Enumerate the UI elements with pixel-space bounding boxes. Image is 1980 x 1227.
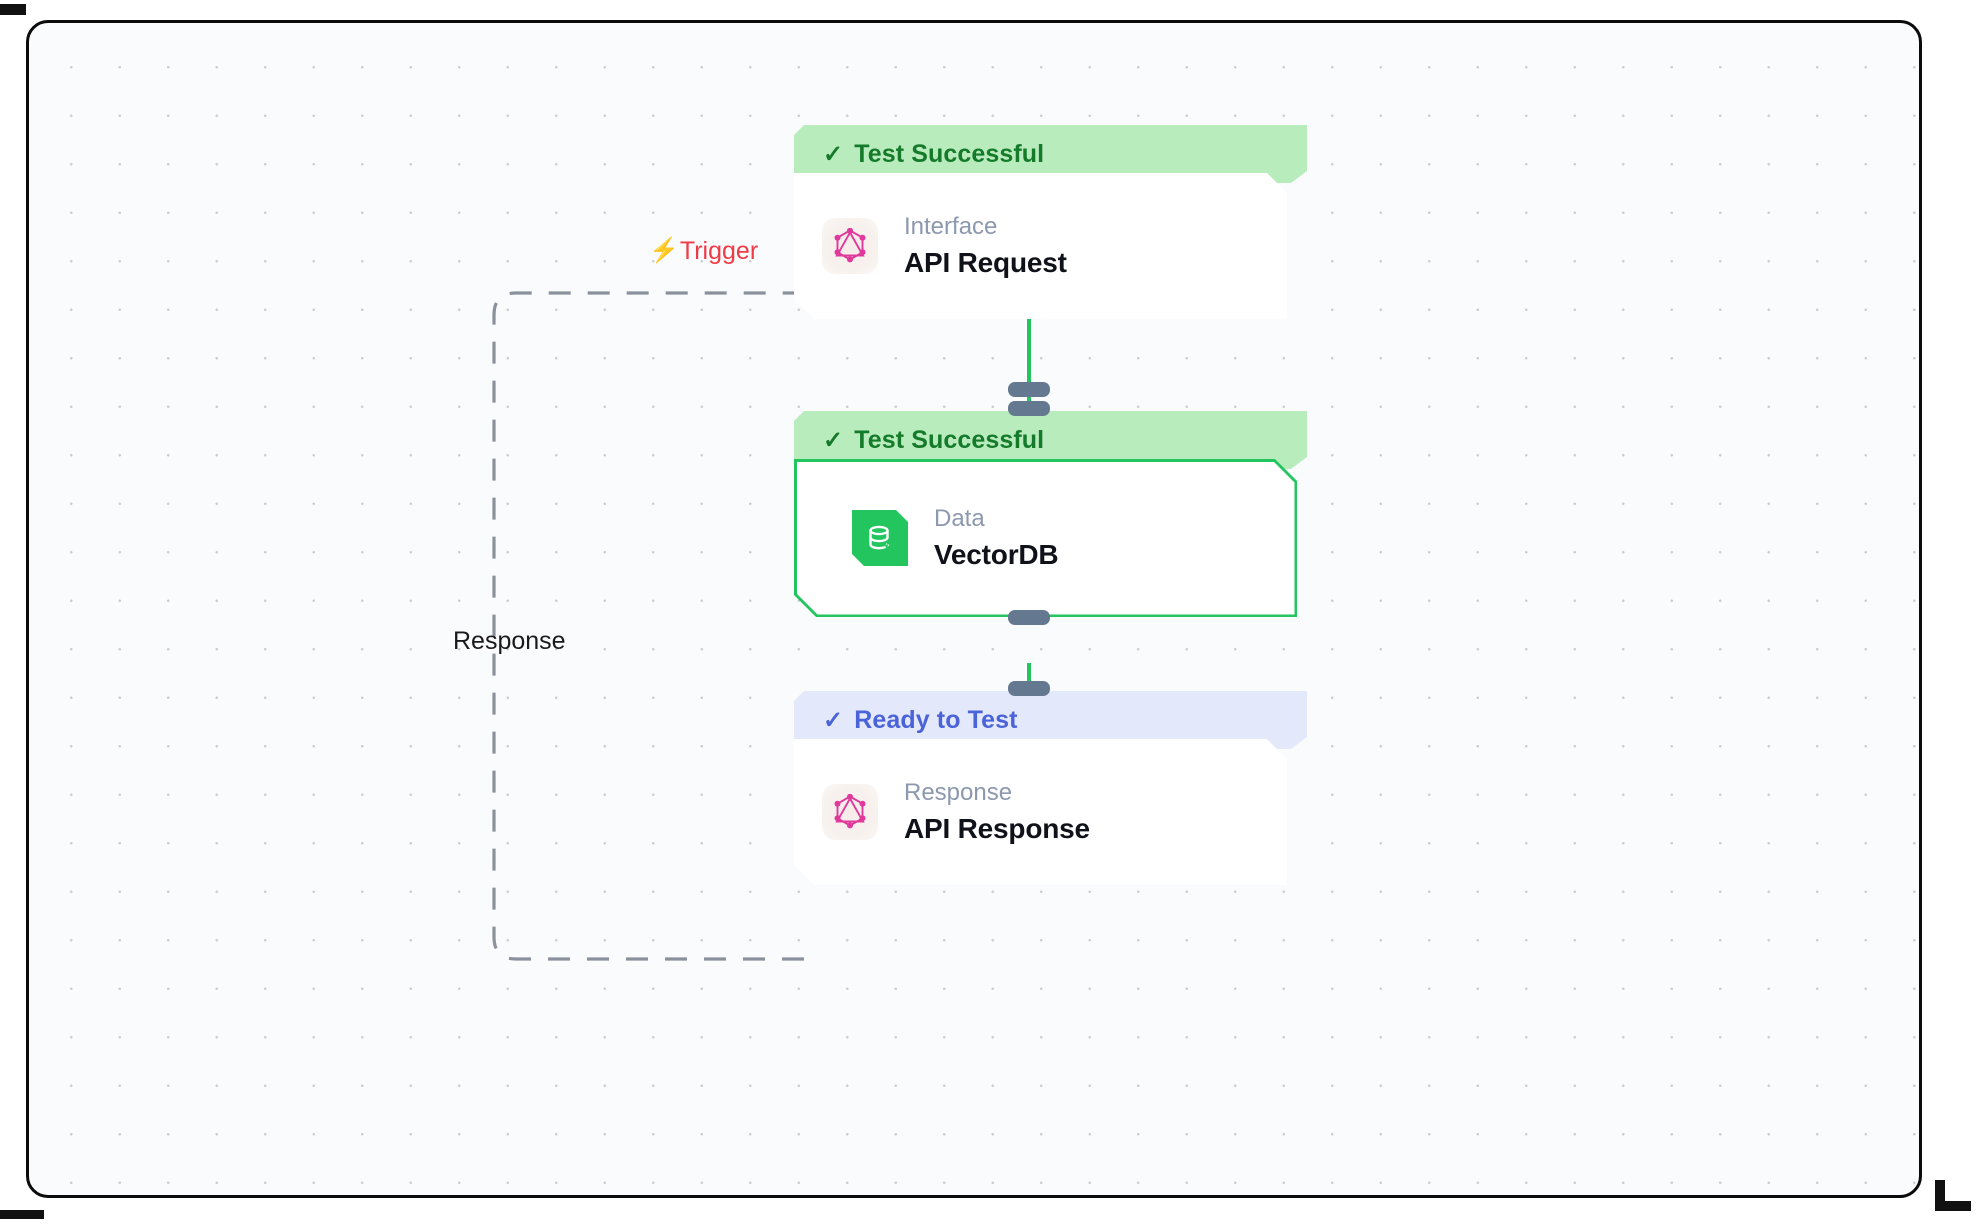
graphql-icon [822, 784, 878, 840]
status-badge-label: Test Successful [854, 425, 1045, 454]
node-card-api-request[interactable]: Interface API Request [794, 173, 1287, 319]
node-api-request[interactable]: ✓ Test Successful [794, 125, 1307, 397]
graphql-icon [822, 218, 878, 274]
edge-label-trigger-text: Trigger [679, 237, 759, 265]
database-bolt-icon-glyph [864, 522, 896, 554]
node-card-vectordb[interactable]: Data VectorDB [794, 459, 1297, 617]
check-icon: ✓ [823, 426, 844, 454]
graphql-icon-glyph [833, 228, 867, 264]
check-icon: ✓ [823, 706, 844, 734]
node-api-response[interactable]: ✓ Ready to Test [794, 681, 1307, 885]
node-card-api-response[interactable]: Response API Response [794, 739, 1287, 885]
graphql-icon-glyph [833, 794, 867, 830]
node-kind-label: Data [934, 505, 985, 532]
database-bolt-icon [852, 510, 908, 566]
lightning-bolt-icon: ⚡ [649, 236, 679, 264]
output-handle[interactable] [1008, 382, 1050, 397]
node-meta: Response API Response [904, 778, 1090, 846]
node-title-label: VectorDB [934, 539, 1059, 570]
node-kind-label: Interface [904, 213, 998, 240]
crop-mark-bottom-right-horizontal [1935, 1201, 1971, 1211]
crop-mark-top-left [0, 4, 26, 15]
node-card-content: Interface API Request [822, 212, 1067, 280]
edge-label-response-text: Response [453, 627, 566, 655]
crop-mark-bottom-right-vertical [1935, 1180, 1945, 1210]
node-title-label: API Request [904, 247, 1067, 278]
input-handle[interactable] [1008, 401, 1050, 416]
node-kind-label: Response [904, 779, 1013, 806]
node-title-label: API Response [904, 813, 1090, 844]
dashed-feedback-edge [492, 291, 804, 961]
check-icon: ✓ [823, 140, 844, 168]
status-badge-label: Test Successful [854, 139, 1045, 168]
crop-mark-bottom-left [0, 1210, 44, 1219]
workflow-canvas[interactable]: ⚡ Trigger Response ✓ Test Successful [26, 20, 1922, 1198]
edge-label-response: Response [453, 627, 566, 656]
node-meta: Interface API Request [904, 212, 1067, 280]
edge-label-trigger: ⚡ Trigger [649, 237, 758, 266]
output-handle[interactable] [1008, 610, 1050, 625]
node-card-content: Response API Response [822, 778, 1090, 846]
status-badge-label: Ready to Test [854, 705, 1018, 734]
node-card-content: Data VectorDB [822, 504, 1058, 572]
input-handle[interactable] [1008, 681, 1050, 696]
node-meta: Data VectorDB [934, 504, 1058, 572]
node-vectordb[interactable]: ✓ Test Successful [794, 401, 1307, 625]
